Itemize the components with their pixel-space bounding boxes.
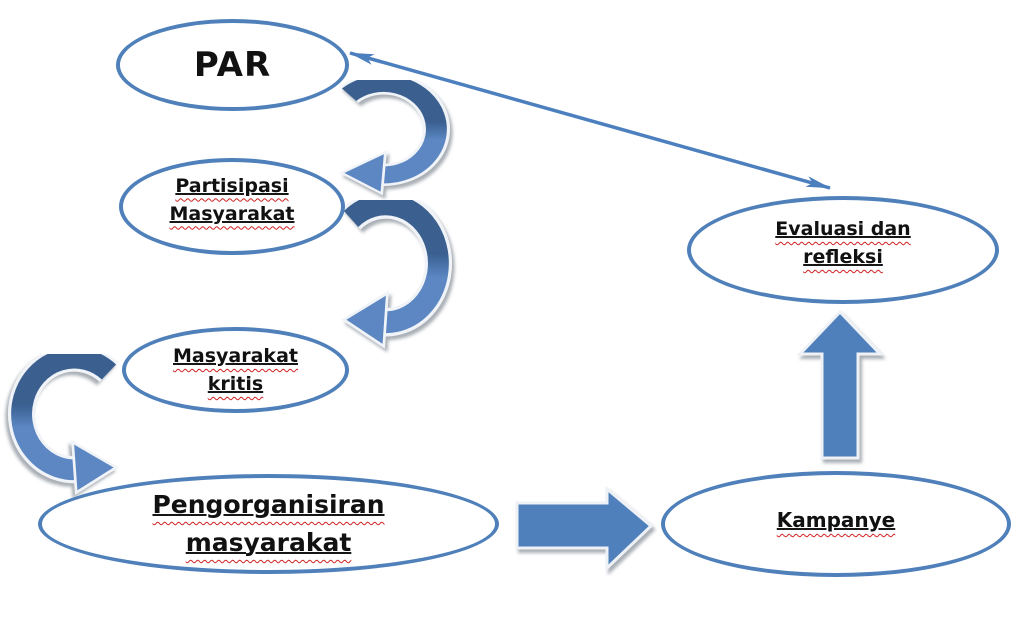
arrow-kampanye-to-evaluasi [796, 309, 884, 460]
label-line: Evaluasi dan [775, 215, 910, 243]
label-line: Kampanye [777, 506, 896, 534]
label-line: Partisipasi [170, 172, 295, 200]
node-evaluasi-label: Evaluasi dan refleksi [775, 215, 910, 271]
label-text: Masyarakat [173, 345, 298, 367]
label-line: kritis [173, 370, 298, 398]
label-text: masyarakat [185, 528, 352, 557]
node-kritis-label: Masyarakat kritis [173, 342, 298, 398]
node-kampanye-label: Kampanye [777, 506, 896, 534]
label-line: Masyarakat [170, 200, 295, 228]
arrow-pengorganisiran-to-kampanye [515, 485, 654, 572]
node-masyarakat-kritis: Masyarakat kritis [122, 327, 349, 413]
label-line: masyarakat [152, 524, 384, 562]
node-kampanye: Kampanye [661, 471, 1011, 577]
node-pengorganisiran-masyarakat: Pengorganisiran masyarakat [38, 474, 499, 574]
node-evaluasi-dan-refleksi: Evaluasi dan refleksi [687, 196, 999, 304]
node-par-label-line: PAR [193, 45, 272, 85]
label-text: Partisipasi [175, 174, 289, 197]
block-arrow-up-icon [796, 309, 884, 460]
arrow-par-to-partisipasi [342, 83, 437, 193]
node-partisipasi-label: Partisipasi Masyarakat [170, 172, 295, 228]
arrow-partisipasi-to-kritis [344, 204, 439, 346]
label-line: Masyarakat [173, 342, 298, 370]
node-partisipasi-masyarakat: Partisipasi Masyarakat [119, 158, 345, 255]
label-text: Kampanye [776, 508, 896, 532]
double-headed-line-evaluasi-par [349, 51, 831, 190]
node-pengorganisiran-label: Pengorganisiran masyarakat [152, 486, 384, 562]
label-line: refleksi [775, 243, 910, 271]
label-line: Pengorganisiran [152, 486, 384, 524]
label-text: Evaluasi dan [775, 218, 911, 240]
block-arrow-right-icon [515, 485, 654, 572]
node-par-label: PAR [194, 45, 271, 85]
label-text: Masyarakat [169, 202, 295, 225]
label-text: kritis [207, 373, 264, 395]
node-par: PAR [116, 19, 349, 111]
label-text: Pengorganisiran [152, 490, 385, 519]
arrow-kritis-to-pengorganisiran [22, 358, 117, 492]
label-text: refleksi [803, 246, 883, 268]
